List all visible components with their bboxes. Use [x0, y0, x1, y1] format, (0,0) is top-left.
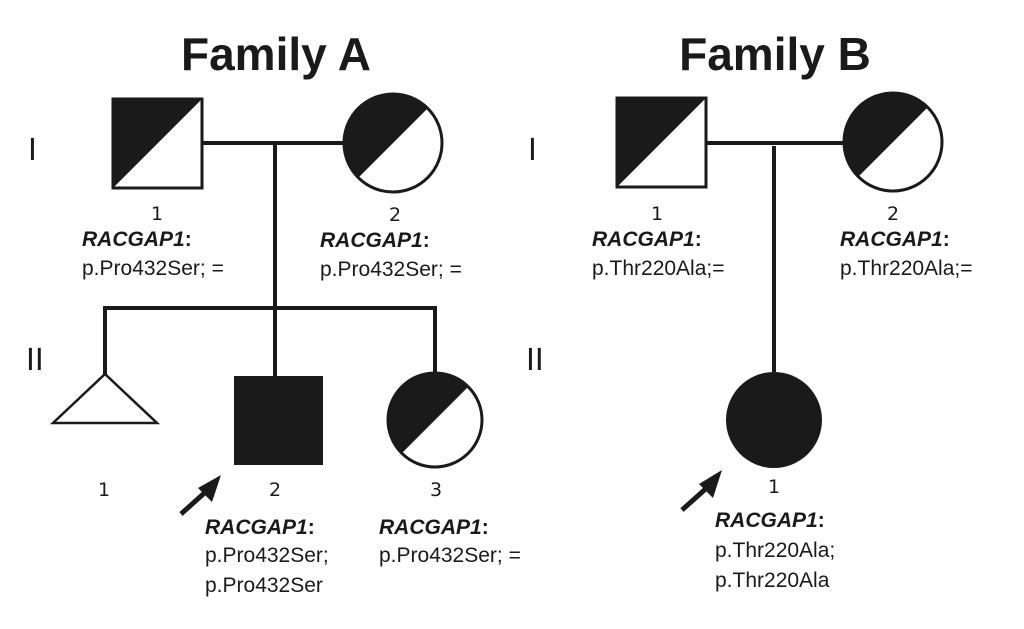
individual-b-i1[interactable]	[615, 96, 708, 189]
individual-number: 2	[887, 203, 899, 225]
gene-label: RACGAP1:	[715, 509, 825, 532]
genotype-text: p.Pro432Ser;	[205, 544, 329, 567]
genotype-text: p.Pro432Ser; =	[379, 544, 521, 567]
family-b-title: Family B	[679, 28, 871, 80]
family-a-title: Family A	[181, 28, 371, 80]
affected-female-circle-symbol	[726, 372, 822, 468]
genotype-text: p.Thr220Ala;=	[840, 257, 973, 280]
individual-a-ii2[interactable]	[234, 376, 323, 465]
gene-label: RACGAP1:	[205, 516, 315, 539]
gene-label: RACGAP1:	[840, 228, 950, 251]
individual-a-ii1[interactable]	[49, 372, 161, 425]
carrier-half-fill	[617, 98, 706, 187]
genotype-text: p.Thr220Ala	[715, 569, 830, 592]
generation-label-i: I	[528, 133, 537, 168]
proband-arrow-icon	[179, 475, 221, 516]
individual-number: 1	[151, 203, 163, 225]
pedigree-lines	[103, 141, 437, 376]
individual-a-ii3[interactable]	[384, 369, 486, 471]
gene-label: RACGAP1:	[320, 229, 430, 252]
individual-number: 2	[269, 479, 281, 501]
carrier-half-fill	[113, 99, 202, 188]
individual-a-i2[interactable]	[340, 90, 446, 196]
gene-label: RACGAP1:	[592, 228, 702, 251]
carrier-half-fill	[388, 373, 482, 467]
individual-b-i2[interactable]	[840, 89, 946, 195]
individual-number: 1	[98, 479, 110, 501]
generation-label-ii: II	[26, 343, 44, 378]
individual-number: 2	[389, 204, 401, 226]
individual-a-i1[interactable]	[111, 97, 204, 190]
pedigree-lines	[706, 141, 844, 372]
affected-male-square-symbol	[234, 376, 323, 465]
genotype-text: p.Pro432Ser; =	[82, 257, 224, 280]
genotype-text: p.Pro432Ser	[205, 574, 323, 597]
symbol-outline	[386, 371, 484, 469]
individual-number: 1	[651, 203, 663, 225]
family-b: Family B I II 1 RACGAP1: p.Thr220Ala;= 2…	[526, 28, 973, 592]
genotype-text: p.Thr220Ala;=	[592, 257, 725, 280]
carrier-half-fill	[844, 93, 942, 191]
generation-label-ii: II	[526, 343, 544, 378]
genotype-text: p.Thr220Ala;	[715, 539, 835, 562]
gene-label: RACGAP1:	[82, 228, 192, 251]
individual-number: 1	[768, 476, 780, 498]
symbol-outline	[842, 91, 944, 193]
carrier-half-fill	[344, 94, 442, 192]
proband-arrow-icon	[680, 470, 722, 512]
miscarriage-triangle-symbol	[49, 372, 161, 425]
symbol-outline	[111, 97, 204, 190]
symbol-outline	[342, 92, 444, 194]
genotype-text: p.Pro432Ser; =	[320, 258, 462, 281]
gene-label: RACGAP1:	[379, 516, 489, 539]
individual-b-ii1[interactable]	[726, 372, 822, 468]
individual-number: 3	[430, 479, 442, 501]
family-a: Family A I II 1 RACGAP1: p.Pro432Ser; = …	[26, 28, 521, 597]
symbol-outline	[615, 96, 708, 189]
generation-label-i: I	[28, 133, 37, 168]
